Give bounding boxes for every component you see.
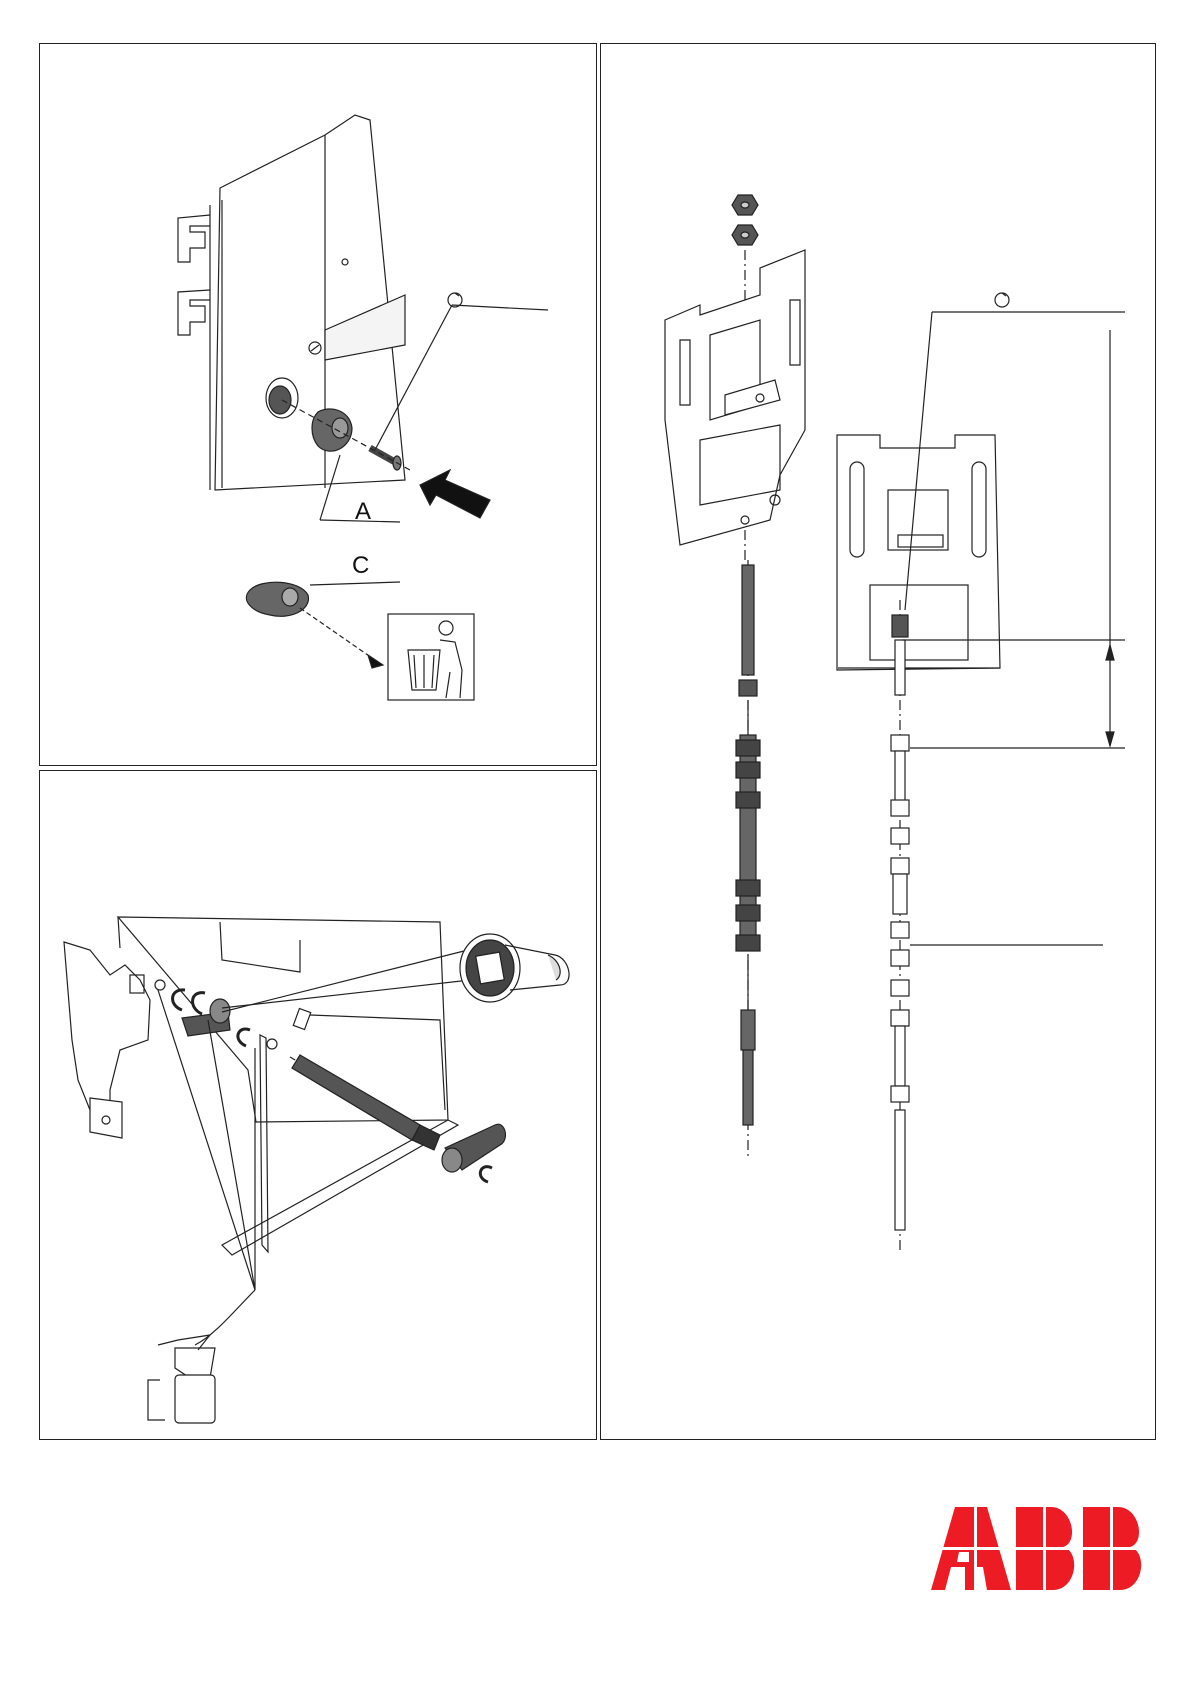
rod-assembly-right [891,600,909,1250]
part-label-a: A [355,498,371,526]
removed-part-c [246,582,400,668]
abb-logo [931,1507,1148,1590]
rotation-symbol-icon [995,293,1009,307]
part-label-c: C [352,552,369,580]
breaker-side-plate [178,115,548,522]
mounting-bracket-right [837,435,1000,670]
press-arrow-icon [420,470,490,518]
mounting-bracket-left [665,250,805,545]
waste-bin-icon [388,614,474,700]
outer-lever [442,1124,505,1182]
rod-assembly-left [736,560,760,1160]
